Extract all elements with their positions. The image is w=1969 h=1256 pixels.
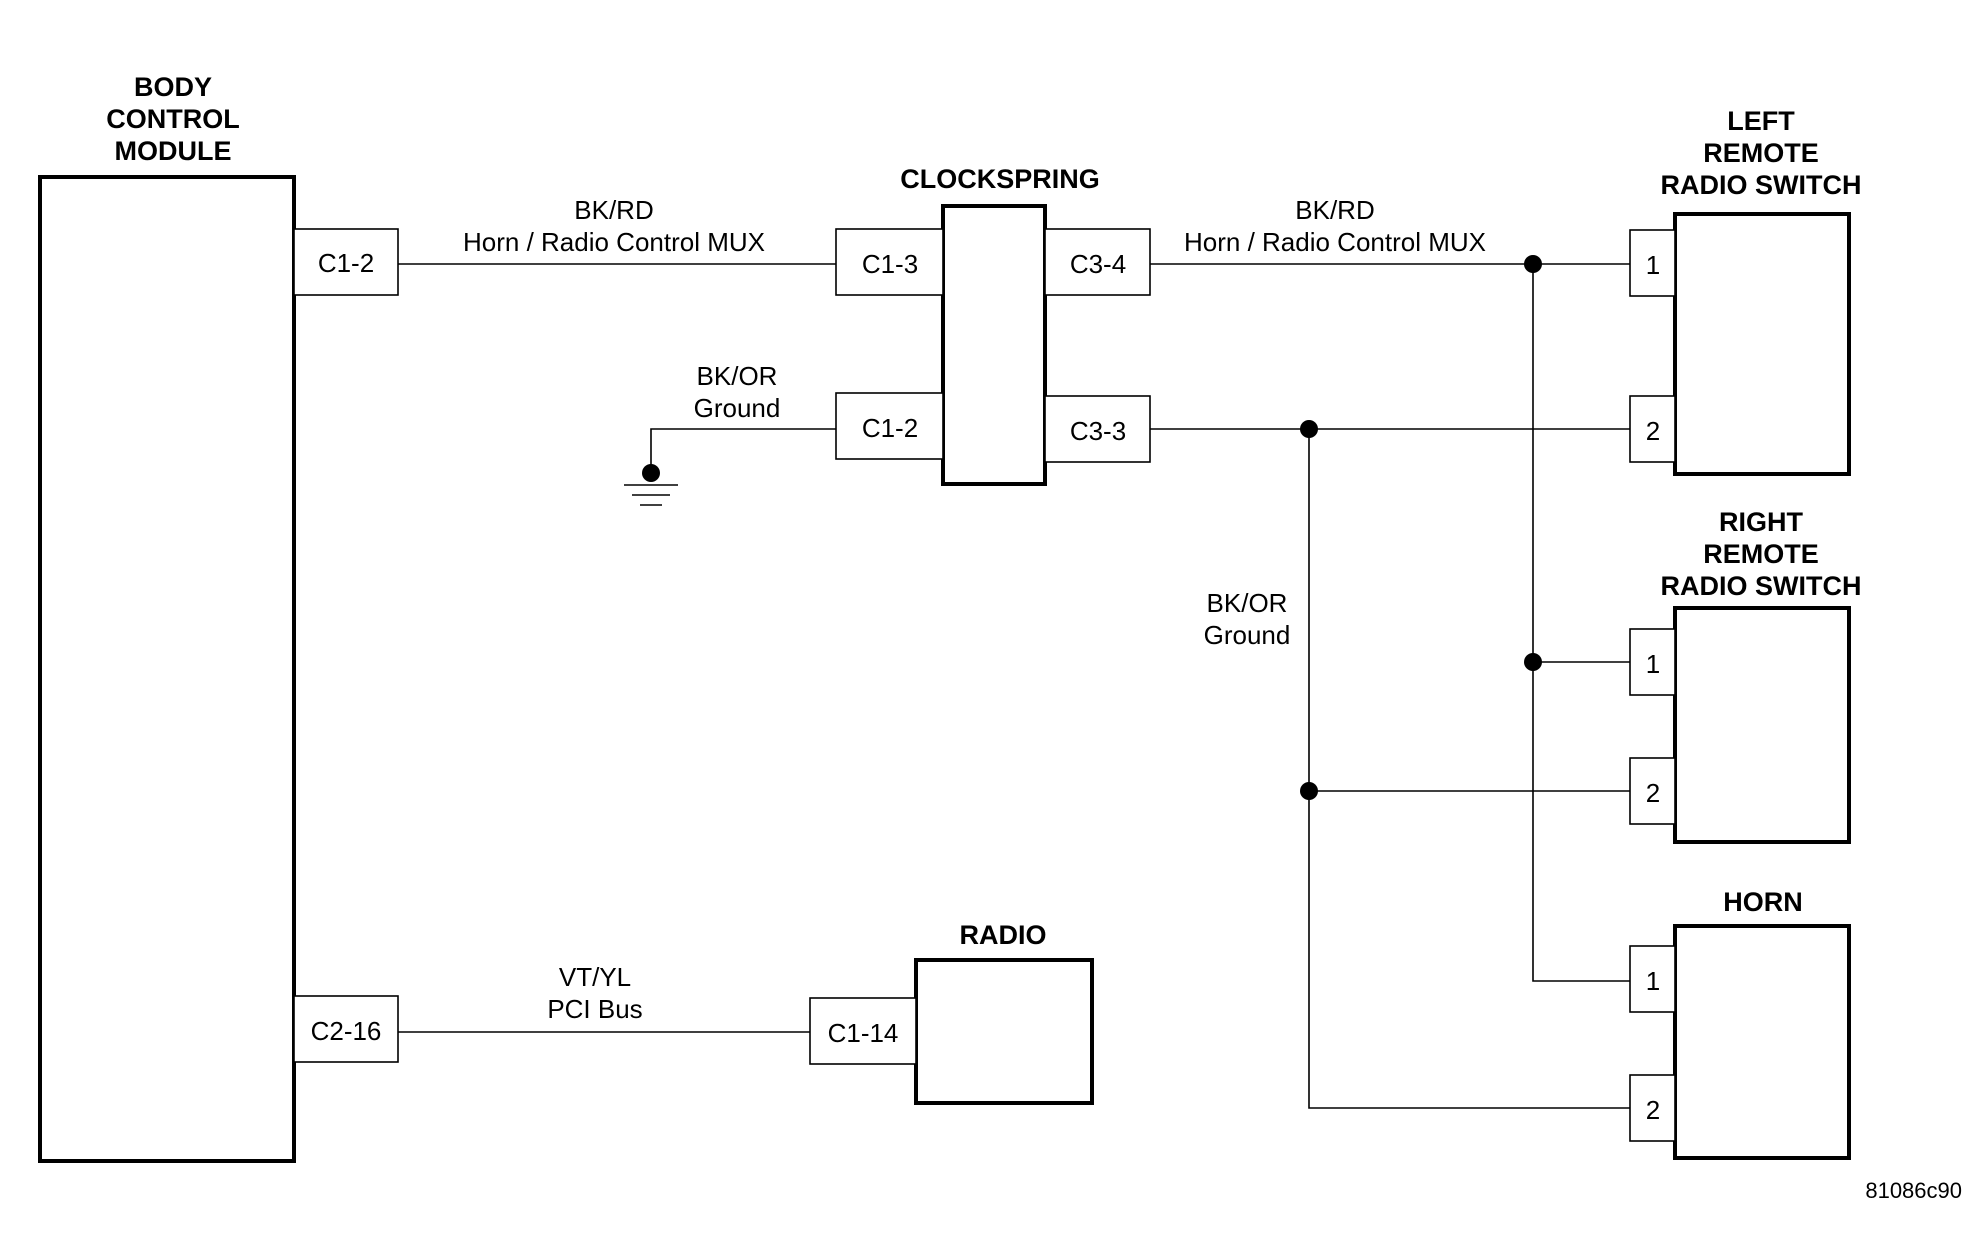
left-switch-pin-2-label: 2 — [1646, 416, 1660, 446]
clockspring-pin-c1-3 — [835, 228, 944, 296]
left-switch-pin-1 — [1629, 229, 1676, 297]
splices — [1300, 255, 1542, 800]
horn-pin-1-label: 1 — [1646, 966, 1660, 996]
wires — [398, 263, 1630, 1109]
clockspring-pin-c3-3 — [1044, 395, 1151, 463]
right-switch-pin-2-label: 2 — [1646, 778, 1660, 808]
wire-mux-vertical — [1532, 264, 1630, 982]
right-switch-pin-2 — [1629, 757, 1676, 825]
clockspring-pin-c1-2-label: C1-2 — [862, 413, 918, 443]
clockspring-pin-c3-3-label: C3-3 — [1070, 416, 1126, 446]
bcm-pin-c1-2 — [293, 228, 399, 296]
wire-pci-bus-color: VT/YL — [559, 962, 631, 992]
splice-ground-left — [1300, 420, 1318, 438]
body-control-module: BODY CONTROL MODULE C1-2 C2-16 — [38, 72, 399, 1163]
wire-ground-vertical — [1308, 429, 1630, 1109]
clockspring-pin-c1-2 — [835, 392, 944, 460]
figure-reference: 81086c90 — [1865, 1178, 1962, 1203]
clockspring: CLOCKSPRING C1-3 C1-2 C3-4 C3-3 — [835, 164, 1151, 486]
wire-labels: BK/RD Horn / Radio Control MUX BK/OR Gro… — [463, 195, 1486, 1024]
wire-switches-ground-color: BK/OR — [1207, 588, 1288, 618]
right-switch-title-line1: RIGHT — [1719, 507, 1804, 537]
ground-symbol — [624, 464, 678, 506]
bcm-title-line3: MODULE — [115, 136, 232, 166]
right-switch-pin-1 — [1629, 628, 1676, 696]
horn-pin-2 — [1629, 1074, 1676, 1142]
radio-pin-c1-14-label: C1-14 — [828, 1018, 899, 1048]
radio-pin-c1-14 — [809, 997, 917, 1065]
right-remote-radio-switch: RIGHT REMOTE RADIO SWITCH 1 2 — [1629, 507, 1862, 844]
wire-switches-ground-function: Ground — [1204, 620, 1291, 650]
splice-mux-right — [1524, 653, 1542, 671]
left-switch-box — [1673, 212, 1851, 476]
right-switch-title-line3: RADIO SWITCH — [1661, 571, 1862, 601]
bcm-pin-c2-16 — [293, 995, 399, 1063]
left-switch-title-line3: RADIO SWITCH — [1661, 170, 1862, 200]
horn-pin-2-label: 2 — [1646, 1095, 1660, 1125]
wire-clockspring-ground-function: Ground — [694, 393, 781, 423]
wire-clockspring-ground — [650, 428, 836, 473]
radio: RADIO C1-14 — [809, 920, 1094, 1105]
wire-clockspring-ground-color: BK/OR — [697, 361, 778, 391]
bcm-title-line1: BODY — [134, 72, 212, 102]
left-remote-radio-switch: LEFT REMOTE RADIO SWITCH 1 2 — [1629, 106, 1862, 476]
clockspring-title: CLOCKSPRING — [900, 164, 1100, 194]
bcm-title-line2: CONTROL — [106, 104, 239, 134]
splice-mux-left — [1524, 255, 1542, 273]
wire-pci-bus-function: PCI Bus — [547, 994, 642, 1024]
clockspring-pin-c3-4-label: C3-4 — [1070, 249, 1126, 279]
splice-ground-right — [1300, 782, 1318, 800]
bcm-pin-c1-2-label: C1-2 — [318, 248, 374, 278]
left-switch-title-line1: LEFT — [1727, 106, 1795, 136]
wire-bcm-clockspring-function: Horn / Radio Control MUX — [463, 227, 765, 257]
horn-title: HORN — [1723, 887, 1803, 917]
horn-box — [1673, 924, 1851, 1160]
left-switch-pin-2 — [1629, 395, 1676, 463]
horn-pin-1 — [1629, 945, 1676, 1013]
bcm-box — [38, 175, 296, 1163]
wire-clockspring-switches-function: Horn / Radio Control MUX — [1184, 227, 1486, 257]
horn: HORN 1 2 — [1629, 887, 1851, 1160]
right-switch-pin-1-label: 1 — [1646, 649, 1660, 679]
left-switch-pin-1-label: 1 — [1646, 250, 1660, 280]
wire-clockspring-switches-color: BK/RD — [1295, 195, 1374, 225]
radio-box — [914, 958, 1094, 1105]
clockspring-box — [941, 204, 1047, 486]
wire-bcm-clockspring-color: BK/RD — [574, 195, 653, 225]
radio-title: RADIO — [960, 920, 1047, 950]
clockspring-pin-c1-3-label: C1-3 — [862, 249, 918, 279]
bcm-pin-c2-16-label: C2-16 — [311, 1016, 382, 1046]
right-switch-box — [1673, 606, 1851, 844]
left-switch-title-line2: REMOTE — [1703, 138, 1819, 168]
clockspring-pin-c3-4 — [1044, 228, 1151, 296]
right-switch-title-line2: REMOTE — [1703, 539, 1819, 569]
